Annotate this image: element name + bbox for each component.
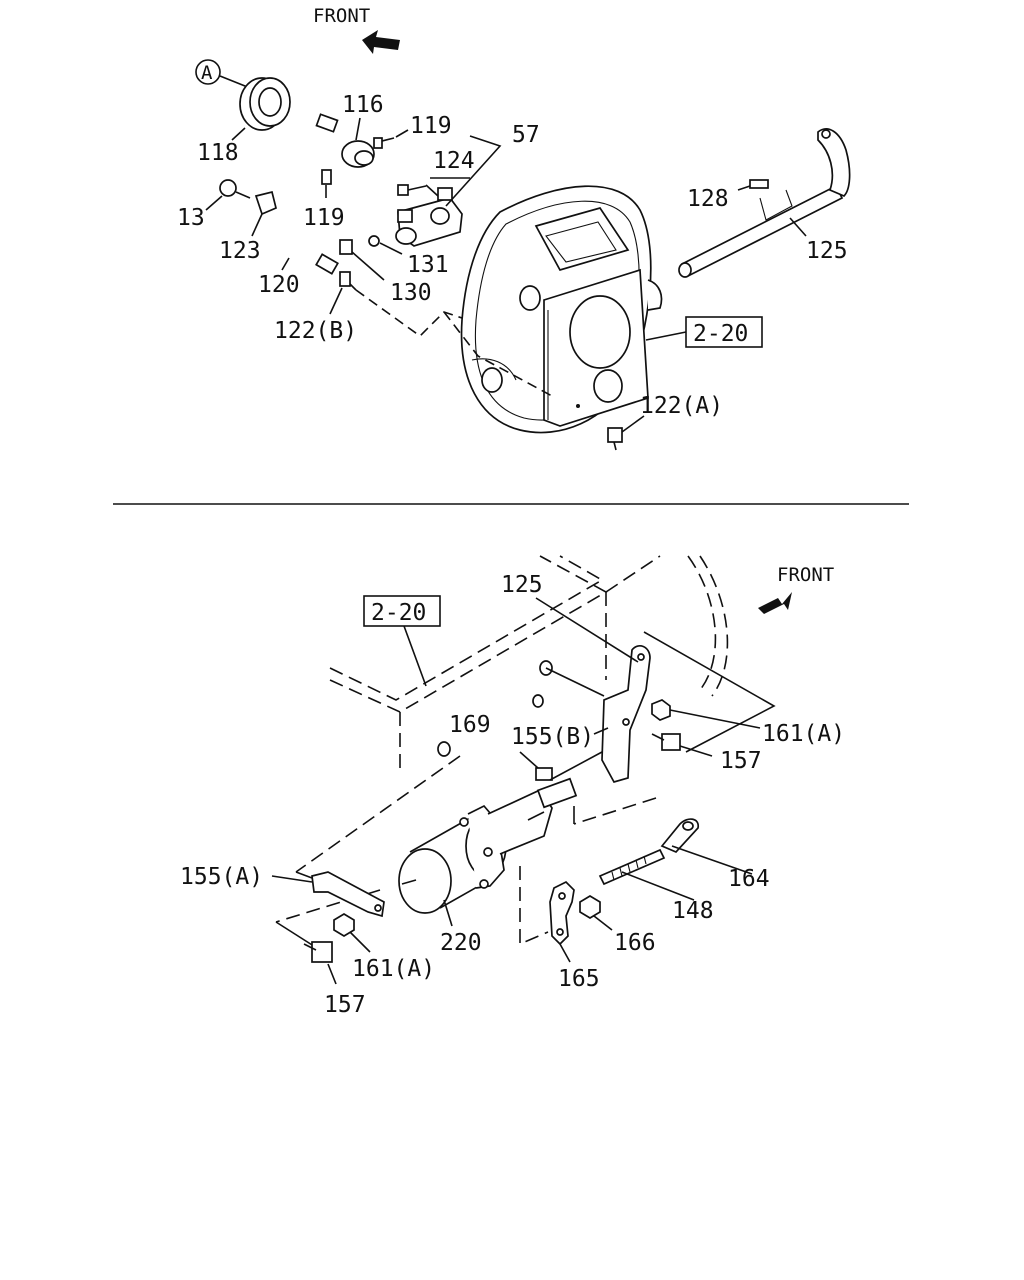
bracket-165 [549, 880, 575, 946]
callout-220: 220 [440, 930, 482, 956]
callout-161a-top: 161(A) [762, 721, 845, 747]
threaded-rod-148 [598, 848, 666, 886]
clutch-housing [460, 185, 663, 434]
front-arrow-bottom-icon [758, 592, 792, 614]
callout-166: 166 [614, 930, 656, 956]
clamp-116 [341, 140, 375, 168]
bolt-157-top [651, 733, 681, 751]
clip-123 [254, 190, 278, 216]
washer-mid [532, 694, 544, 708]
callout-165: 165 [558, 966, 600, 992]
callout-125-top: 125 [806, 238, 848, 264]
pin-169 [535, 767, 553, 781]
bottom-section: FRONT 2-20 125 155 [180, 555, 845, 1018]
ref-box-2-20-top-label: 2-20 [693, 321, 748, 347]
washer-left [437, 741, 451, 757]
bolt-119-lower [321, 169, 332, 185]
callout-161a-bottom: 161(A) [352, 956, 435, 982]
front-label-bottom: FRONT [777, 564, 834, 586]
ref-box-2-20-bottom-label: 2-20 [371, 600, 426, 626]
front-label-top: FRONT [313, 5, 370, 27]
callout-155a: 155(A) [180, 864, 263, 890]
circle-ref-a [195, 59, 221, 85]
shaft-125 [678, 128, 851, 278]
fitting-122a [607, 427, 623, 451]
bolt-157-bottom [303, 941, 333, 963]
hose-120 [288, 113, 339, 275]
bolt-130 [339, 239, 353, 255]
top-section: FRONT A 118 120 116 [177, 5, 851, 451]
lever-125 [601, 645, 651, 784]
bolt-13 [219, 179, 251, 199]
callout-148: 148 [672, 898, 714, 924]
callout-116: 116 [342, 92, 384, 118]
pin-128 [749, 179, 769, 189]
rod-end-164 [660, 818, 699, 854]
callout-131: 131 [407, 252, 449, 278]
callout-120: 120 [258, 272, 300, 298]
callout-119-lower: 119 [303, 205, 345, 231]
callout-118: 118 [197, 140, 239, 166]
callout-157-top: 157 [720, 748, 762, 774]
callout-13: 13 [177, 205, 205, 231]
bolt-124 [397, 184, 427, 196]
callout-119-upper: 119 [410, 113, 452, 139]
circle-ref-a-label: A [201, 62, 213, 84]
ref-box-2-20-bottom [363, 595, 441, 627]
callout-130: 130 [390, 280, 432, 306]
ref-box-2-20-top [685, 316, 763, 348]
seal-ring-118 [239, 77, 291, 131]
callout-123: 123 [219, 238, 261, 264]
nut-166 [579, 895, 601, 919]
callout-128: 128 [687, 186, 729, 212]
callout-57: 57 [512, 122, 540, 148]
washer-131 [368, 235, 380, 247]
nut-161a-bottom [333, 913, 355, 937]
callout-124: 124 [433, 148, 475, 174]
bracket-155a [311, 871, 385, 918]
actuator-220 [398, 777, 578, 914]
nut-161a-top [651, 699, 671, 721]
callout-164: 164 [728, 866, 770, 892]
callout-169: 169 [449, 712, 491, 738]
callout-122a: 122(A) [640, 393, 723, 419]
front-arrow-icon [362, 30, 400, 54]
callout-155b: 155(B) [511, 724, 594, 750]
callout-122b: 122(B) [274, 318, 357, 344]
engine-outline [329, 555, 729, 770]
bracket-57 [395, 187, 463, 247]
callout-157-bottom: 157 [324, 992, 366, 1018]
bolt-119-upper [373, 137, 395, 149]
fitting-122b [339, 271, 357, 291]
callout-125-bottom: 125 [501, 572, 543, 598]
